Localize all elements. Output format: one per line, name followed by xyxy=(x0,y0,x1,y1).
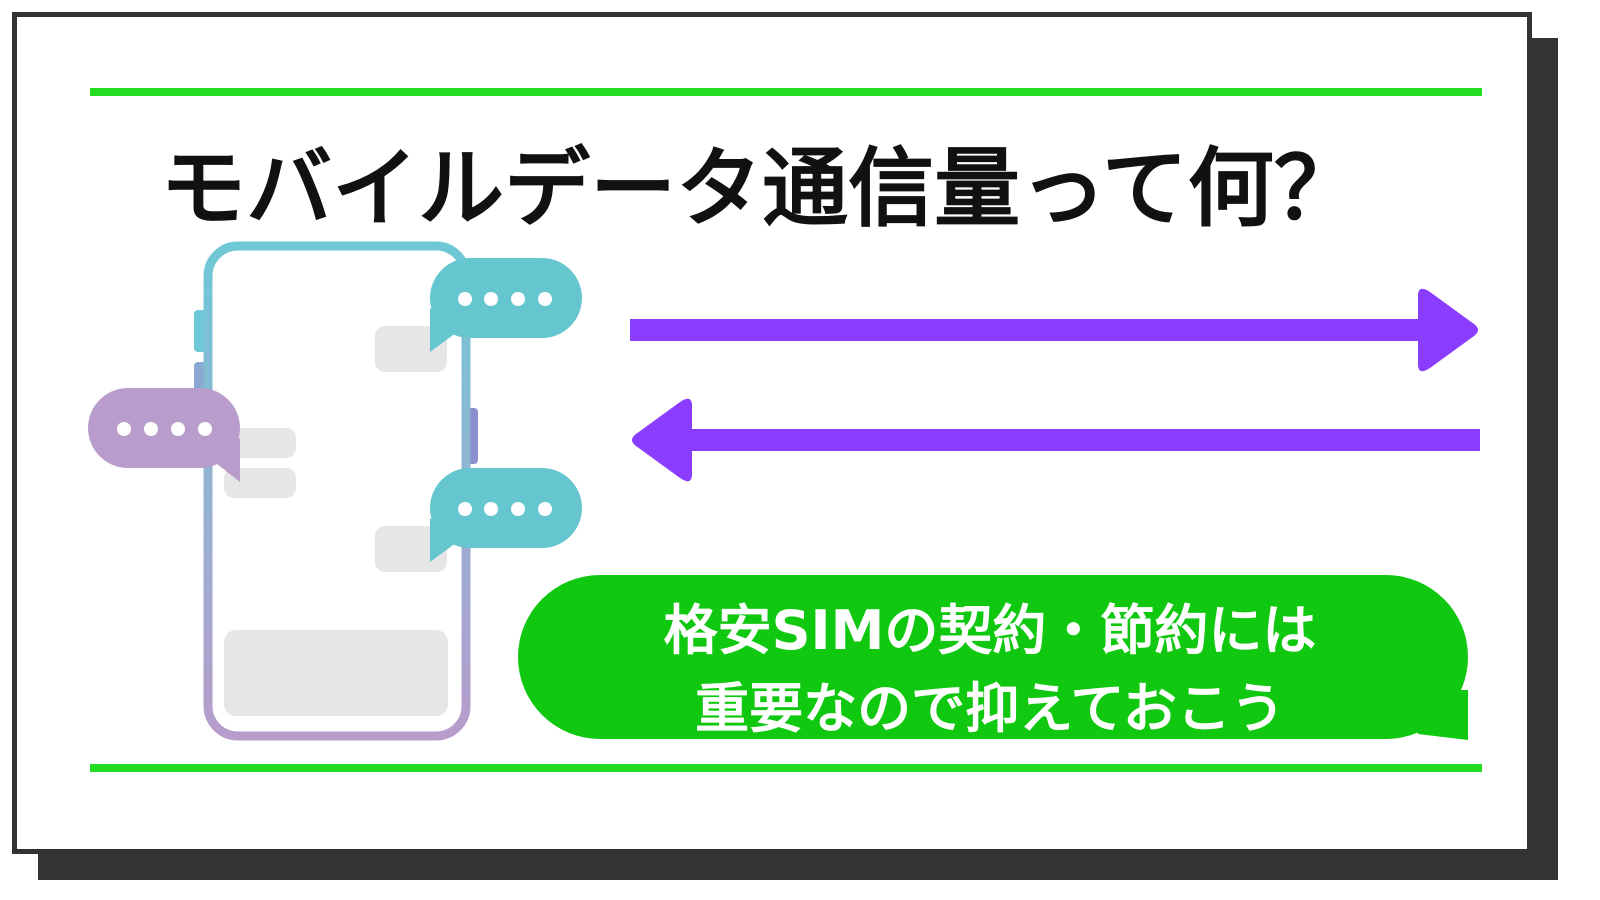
chat-bubble-icon xyxy=(430,468,582,562)
callout-line-1: 格安SIMの契約・節約には xyxy=(663,599,1317,662)
chat-bubble-icon xyxy=(88,388,240,482)
top-green-rule xyxy=(90,88,1482,96)
two-way-arrow-icon xyxy=(630,288,1480,482)
callout-bubble xyxy=(518,575,1468,740)
callout-line-2: 重要なので抑えておこう xyxy=(695,677,1285,740)
bottom-green-rule xyxy=(90,764,1482,772)
chat-bubble-icon xyxy=(430,258,582,352)
callout-text: 格安SIMの契約・節約には 重要なので抑えておこう xyxy=(560,592,1420,748)
smartphone-icon xyxy=(194,241,478,741)
page-title: モバイルデータ通信量って何？ xyxy=(160,139,1360,239)
